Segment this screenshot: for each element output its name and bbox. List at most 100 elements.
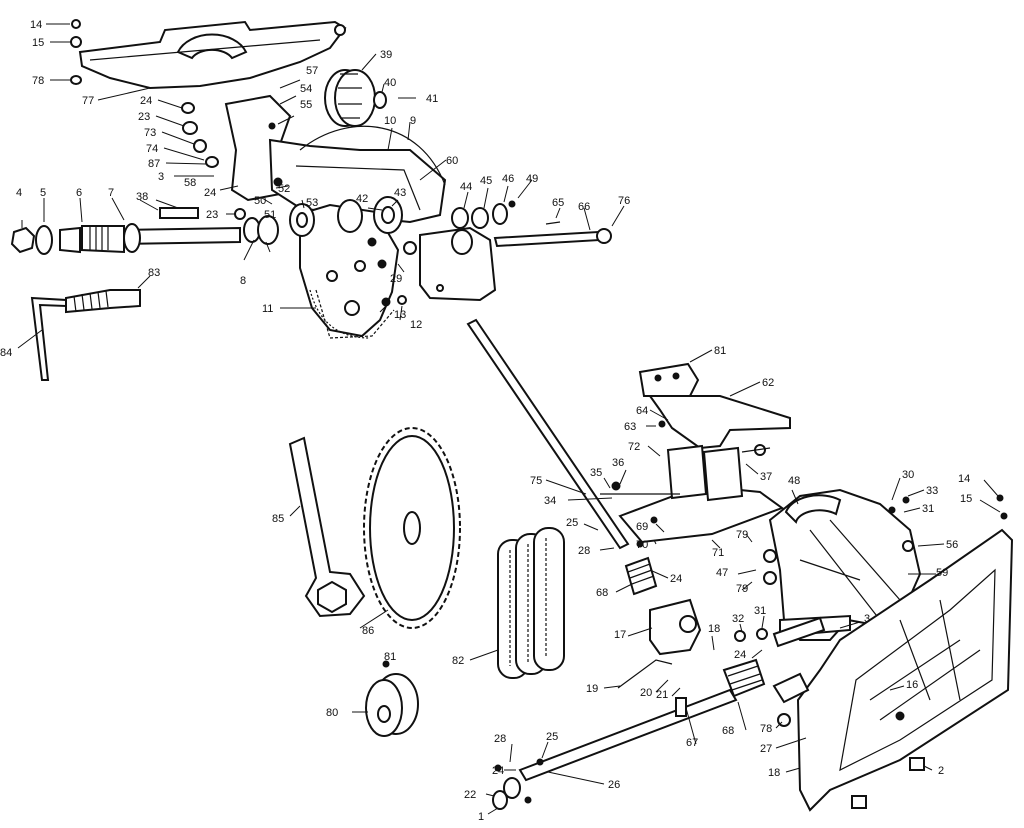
leader-lines <box>17 23 1001 815</box>
callout-5: 5 <box>40 187 46 199</box>
callout-28: 28 <box>578 545 590 557</box>
callout-20: 20 <box>640 687 652 699</box>
callout-41: 41 <box>426 93 438 105</box>
callout-40: 40 <box>384 77 396 89</box>
callout-35: 35 <box>590 467 602 479</box>
callout-6: 6 <box>76 187 82 199</box>
elevation-rod <box>466 318 630 550</box>
callout-57: 57 <box>306 65 318 77</box>
upper-blade-guard <box>70 20 347 90</box>
callout-32: 32 <box>732 613 744 625</box>
callout-15: 15 <box>960 493 972 505</box>
callout-34: 34 <box>544 495 556 507</box>
callout-81: 81 <box>384 651 396 663</box>
callout-31: 31 <box>922 503 934 515</box>
callout-72: 72 <box>628 441 640 453</box>
callout-9: 9 <box>410 115 416 127</box>
callout-12: 12 <box>410 319 422 331</box>
callout-61: 81 <box>714 345 726 357</box>
callout-14: 14 <box>958 473 970 485</box>
callout-16: 16 <box>906 679 918 691</box>
mounting-plate <box>600 444 785 548</box>
callout-8: 8 <box>240 275 246 287</box>
hex-key <box>30 296 67 381</box>
callout-83: 83 <box>148 267 160 279</box>
callout-71: 71 <box>712 547 724 559</box>
callout-53: 53 <box>306 197 318 209</box>
callout-14: 14 <box>30 19 42 31</box>
callout-43: 43 <box>394 187 406 199</box>
callout-65: 65 <box>552 197 564 209</box>
callout-50: 50 <box>254 195 266 207</box>
spring-fitting <box>65 289 141 314</box>
callout-74: 74 <box>146 143 158 155</box>
callout-18: 18 <box>768 767 780 779</box>
callout-79: 79 <box>736 583 748 595</box>
callout-3: 3 <box>158 171 164 183</box>
base-frame <box>772 494 1014 812</box>
callout-24: 24 <box>204 187 216 199</box>
tilt-springs <box>617 556 826 698</box>
callout-75: 75 <box>530 475 542 487</box>
callout-25: 25 <box>566 517 578 529</box>
pivot-block <box>403 200 612 302</box>
callout-19: 19 <box>586 683 598 695</box>
callout-39: 39 <box>380 49 392 61</box>
handle-bracket <box>638 362 791 450</box>
small-hardware <box>70 19 407 307</box>
callout-58: 58 <box>184 177 196 189</box>
callout-36: 36 <box>612 457 624 469</box>
callout-73: 73 <box>144 127 156 139</box>
callout-25: 25 <box>546 731 558 743</box>
callout-28: 28 <box>494 733 506 745</box>
drive-belts <box>497 527 565 679</box>
motor-bracket <box>224 94 447 339</box>
callout-24: 24 <box>140 95 152 107</box>
callout-86: 86 <box>362 625 374 637</box>
callout-69: 69 <box>636 521 648 533</box>
callout-13: 13 <box>394 309 406 321</box>
pulley-39 <box>324 69 387 127</box>
callout-labels: 14 15 78 77 24 23 73 74 87 3 58 24 38 23… <box>0 19 972 823</box>
callout-59: 59 <box>936 567 948 579</box>
arbor-bearings <box>243 196 403 269</box>
callout-45: 45 <box>480 175 492 187</box>
callout-31: 31 <box>754 605 766 617</box>
callout-15: 15 <box>32 37 44 49</box>
callout-77: 77 <box>82 95 94 107</box>
callout-37: 37 <box>760 471 772 483</box>
callout-62: 62 <box>762 377 774 389</box>
callout-22: 22 <box>464 789 476 801</box>
callout-51: 51 <box>264 209 276 221</box>
callout-30: 30 <box>902 469 914 481</box>
callout-24: 24 <box>734 649 746 661</box>
callout-21: 21 <box>656 689 668 701</box>
callout-42: 42 <box>356 193 368 205</box>
callout-29: 29 <box>390 273 402 285</box>
callout-17: 17 <box>614 629 626 641</box>
callout-18: 18 <box>708 623 720 635</box>
callout-84: 84 <box>0 347 12 359</box>
callout-7: 7 <box>108 187 114 199</box>
callout-4: 4 <box>16 187 22 199</box>
callout-66: 66 <box>578 201 590 213</box>
callout-67: 67 <box>686 737 698 749</box>
callout-70: 70 <box>636 539 648 551</box>
callout-47: 47 <box>716 567 728 579</box>
callout-23: 23 <box>206 209 218 221</box>
callout-87: 87 <box>148 158 160 170</box>
motor-pulley <box>365 660 419 737</box>
saw-blade <box>363 427 461 629</box>
callout-2: 2 <box>938 765 944 777</box>
callout-54: 54 <box>300 83 312 95</box>
callout-49: 49 <box>526 173 538 185</box>
callout-64: 64 <box>636 405 648 417</box>
callout-63: 63 <box>624 421 636 433</box>
callout-3: 3 <box>864 613 870 625</box>
lower-blade-guard <box>309 289 371 339</box>
callout-56: 56 <box>946 539 958 551</box>
tilt-shaft <box>492 688 738 810</box>
trunnion <box>763 488 922 641</box>
callout-82: 82 <box>452 655 464 667</box>
